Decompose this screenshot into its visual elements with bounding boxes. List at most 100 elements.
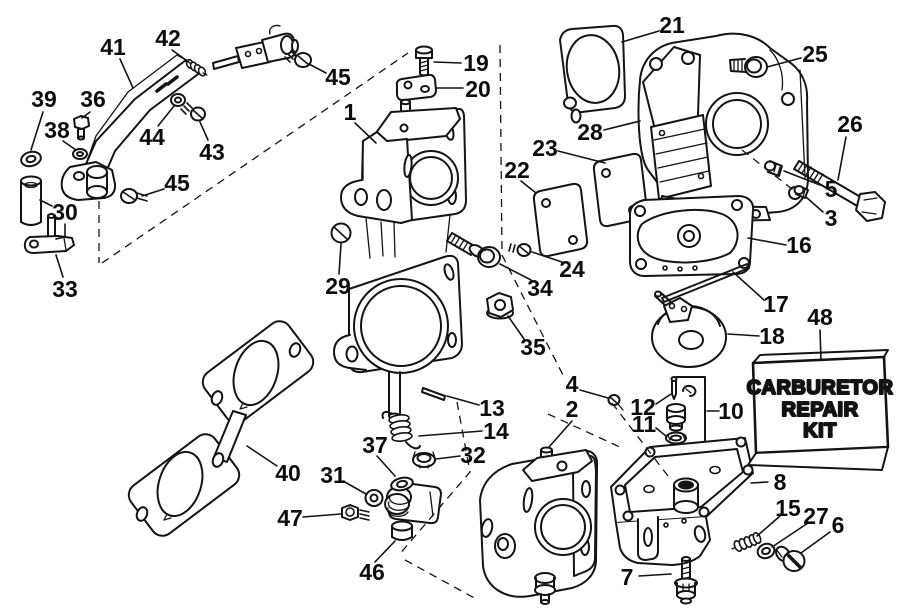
callout-27: 27 (803, 503, 829, 529)
assembly-guide-line (741, 149, 802, 197)
callout-leader-18 (727, 333, 760, 337)
float-pin-17 (661, 263, 750, 303)
callout-33: 33 (52, 276, 78, 302)
callout-leader-3 (805, 196, 824, 213)
callout-leader-37 (376, 455, 396, 477)
seat-washer-11 (665, 431, 687, 445)
callout-44: 44 (139, 124, 165, 150)
callout-29: 29 (325, 273, 351, 299)
callout-leader-44 (157, 105, 175, 127)
screw-7 (674, 556, 698, 605)
carburetor-body-2 (479, 446, 599, 605)
o-ring-27 (756, 542, 776, 560)
assembly-guide-line (499, 44, 566, 380)
washer-38 (72, 148, 88, 160)
callout-37: 37 (362, 432, 388, 458)
callout-15: 15 (775, 495, 801, 521)
callout-16: 16 (786, 232, 812, 258)
callout-leader-47 (302, 513, 342, 518)
callout-leader-27 (771, 522, 809, 548)
callout-36: 36 (80, 86, 106, 112)
callout-42: 42 (155, 25, 181, 51)
cam-follower-37 (384, 476, 442, 525)
callout-leader-36 (81, 111, 91, 119)
assembly-guide-line (547, 413, 623, 449)
cover-plate-22 (532, 182, 589, 258)
callout-leader-35 (507, 315, 525, 340)
callout-5: 5 (825, 176, 838, 202)
callout-24: 24 (559, 256, 585, 282)
plug-screw-29 (330, 222, 352, 244)
callout-leader-46 (374, 540, 396, 563)
callout-leader-11 (655, 427, 667, 437)
callout-7: 7 (621, 564, 634, 590)
callout-leader-31 (342, 480, 367, 495)
assembly-guide-line (397, 401, 471, 557)
callout-leader-41 (119, 58, 134, 89)
callout-17: 17 (763, 291, 789, 317)
callout-47: 47 (277, 505, 303, 531)
callout-19: 19 (463, 50, 489, 76)
callout-38: 38 (44, 117, 70, 143)
throttle-lever-41 (60, 54, 202, 201)
callout-leader-38 (62, 140, 77, 151)
callout-1: 1 (344, 99, 357, 125)
callout-18: 18 (759, 323, 785, 349)
callout-43: 43 (199, 139, 225, 165)
callout-2: 2 (566, 396, 579, 422)
callout-leader-25 (766, 57, 802, 68)
callout-10: 10 (718, 398, 744, 424)
callout-12: 12 (630, 394, 656, 420)
callout-leader-45 (308, 63, 327, 74)
callout-32: 32 (460, 442, 486, 468)
callout-leader-45 (141, 188, 165, 197)
carburetor-cover-28 (637, 32, 809, 222)
callout-25: 25 (802, 41, 828, 67)
assembly-guide-line (404, 559, 479, 601)
callout-leader-32 (435, 455, 461, 460)
nut-35 (486, 292, 514, 320)
callout-leader-24 (531, 251, 563, 263)
assembly-guide-line (611, 402, 669, 477)
float-bowl-8 (610, 436, 754, 566)
callout-leader-19 (433, 61, 462, 64)
fitting-5 (764, 160, 783, 177)
callout-leader-39 (30, 111, 44, 151)
callout-13: 13 (479, 395, 505, 421)
screw-47 (341, 504, 370, 521)
roller-30 (20, 175, 42, 226)
bracket-33 (23, 213, 75, 254)
callout-48: 48 (807, 304, 833, 330)
callout-20: 20 (465, 76, 491, 102)
callout-leader-13 (446, 395, 480, 406)
callout-leader-34 (499, 263, 532, 281)
callout-leader-28 (603, 120, 641, 131)
spring-15 (731, 532, 762, 552)
bolt-26 (793, 160, 886, 222)
carburetor-body-1 (333, 98, 467, 420)
kit-box-line-1: CARBURETOR (747, 377, 894, 399)
nut-36 (73, 115, 90, 141)
callout-30: 30 (52, 199, 78, 225)
callout-leader-1 (354, 122, 377, 144)
callout-11: 11 (632, 411, 657, 437)
callout-leader-30 (55, 223, 66, 240)
callout-40: 40 (275, 460, 301, 486)
kit-box-line-2: REPAIR (781, 399, 858, 421)
gasket-21 (559, 24, 626, 124)
callout-leader-12 (655, 393, 672, 405)
callout-45: 45 (325, 64, 351, 90)
callout-leader-33 (55, 254, 64, 278)
kit-box-line-3: KIT (803, 420, 837, 442)
screw-43 (180, 102, 206, 122)
gasket-16 (629, 195, 755, 277)
assembly-guide-lines (98, 44, 802, 601)
callout-leader-30 (39, 199, 53, 207)
callout-45: 45 (164, 170, 190, 196)
callout-31: 31 (320, 462, 346, 488)
callout-14: 14 (483, 418, 509, 444)
bolt-34 (446, 232, 501, 268)
